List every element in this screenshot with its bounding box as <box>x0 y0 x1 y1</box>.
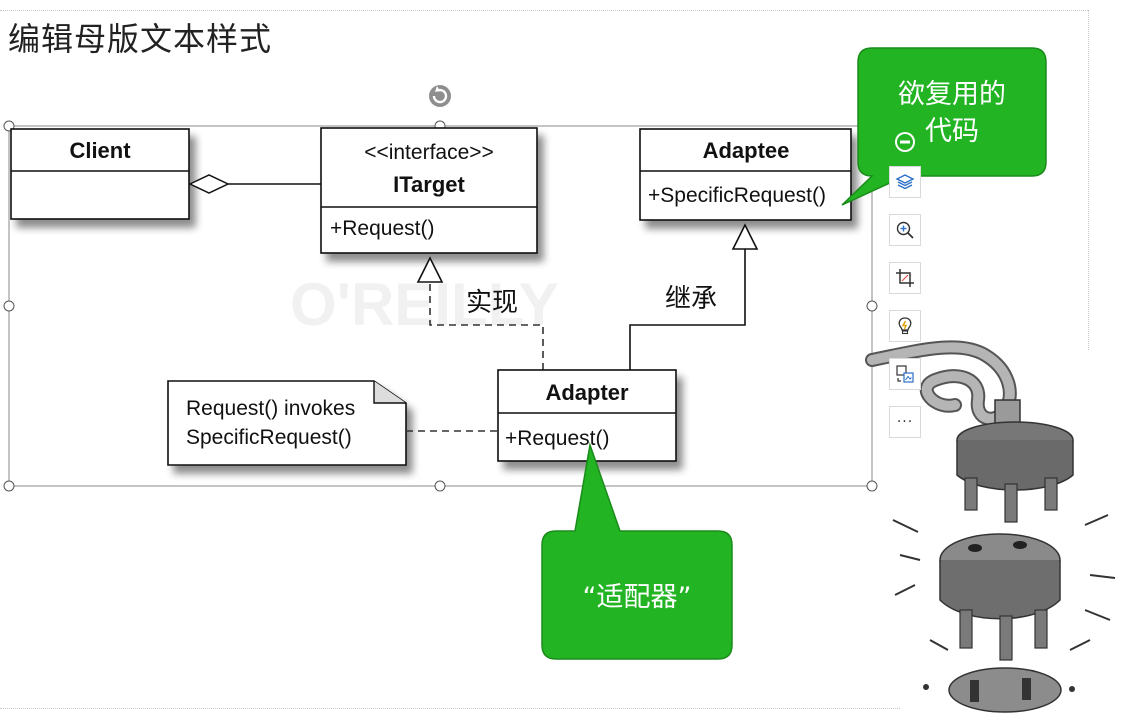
resize-handle[interactable] <box>866 300 878 312</box>
layers-button[interactable] <box>889 166 921 198</box>
implements-label: 实现 <box>466 288 518 318</box>
uml-class-client <box>10 128 190 220</box>
adapter-method: +Request() <box>505 427 609 450</box>
inheritance-connector <box>629 223 759 370</box>
crop-icon <box>896 269 914 287</box>
picture-quick-toolbar: ··· <box>889 166 923 454</box>
itarget-stereotype: <<interface>> <box>364 141 494 164</box>
change-picture-button[interactable] <box>889 358 921 390</box>
design-ideas-button[interactable] <box>889 310 921 342</box>
rotate-handle-icon[interactable] <box>429 85 451 107</box>
inherits-label: 继承 <box>665 284 717 314</box>
itarget-class-name: ITarget <box>393 172 465 197</box>
uml-interface-itarget <box>320 127 538 254</box>
crop-button[interactable] <box>889 262 921 294</box>
adapter-class-name: Adapter <box>545 380 629 405</box>
master-title-placeholder[interactable]: 编辑母版文本样式 <box>8 20 273 58</box>
client-class-name: Client <box>69 138 131 163</box>
zoom-button[interactable] <box>889 214 921 246</box>
slide-border-bottom <box>0 708 900 709</box>
uml-class-adaptee <box>639 128 852 221</box>
reuse-callout-line-2: 代码 <box>925 116 979 147</box>
layers-icon <box>895 174 915 190</box>
zoom-in-icon <box>896 221 914 239</box>
adapter-callout-text: “适配器” <box>583 582 692 613</box>
note-line-1: Request() invokes <box>186 397 355 420</box>
aggregation-connector <box>188 174 321 194</box>
resize-handle[interactable] <box>866 480 878 492</box>
adaptee-method: +SpecificRequest() <box>648 184 826 207</box>
uml-note <box>167 380 407 466</box>
adaptee-class-name: Adaptee <box>703 138 790 163</box>
resize-handle[interactable] <box>3 480 15 492</box>
more-options-button[interactable]: ··· <box>889 406 921 438</box>
plug-adapter-illustration <box>865 340 1116 713</box>
resize-handle[interactable] <box>3 300 15 312</box>
swap-picture-icon <box>896 365 914 383</box>
slide-border-right <box>1088 10 1089 350</box>
more-icon: ··· <box>896 414 914 430</box>
note-line-2: SpecificRequest() <box>186 426 352 449</box>
uml-class-adapter <box>497 369 677 462</box>
slide-border-top <box>0 10 1088 11</box>
resize-handle[interactable] <box>434 480 446 492</box>
realization-connector <box>416 256 544 370</box>
itarget-method: +Request() <box>330 217 434 240</box>
lightbulb-icon <box>898 317 912 335</box>
reuse-callout-line-1: 欲复用的 <box>898 79 1006 110</box>
collapse-minus-icon[interactable] <box>895 132 915 152</box>
adapter-callout[interactable] <box>541 442 733 660</box>
